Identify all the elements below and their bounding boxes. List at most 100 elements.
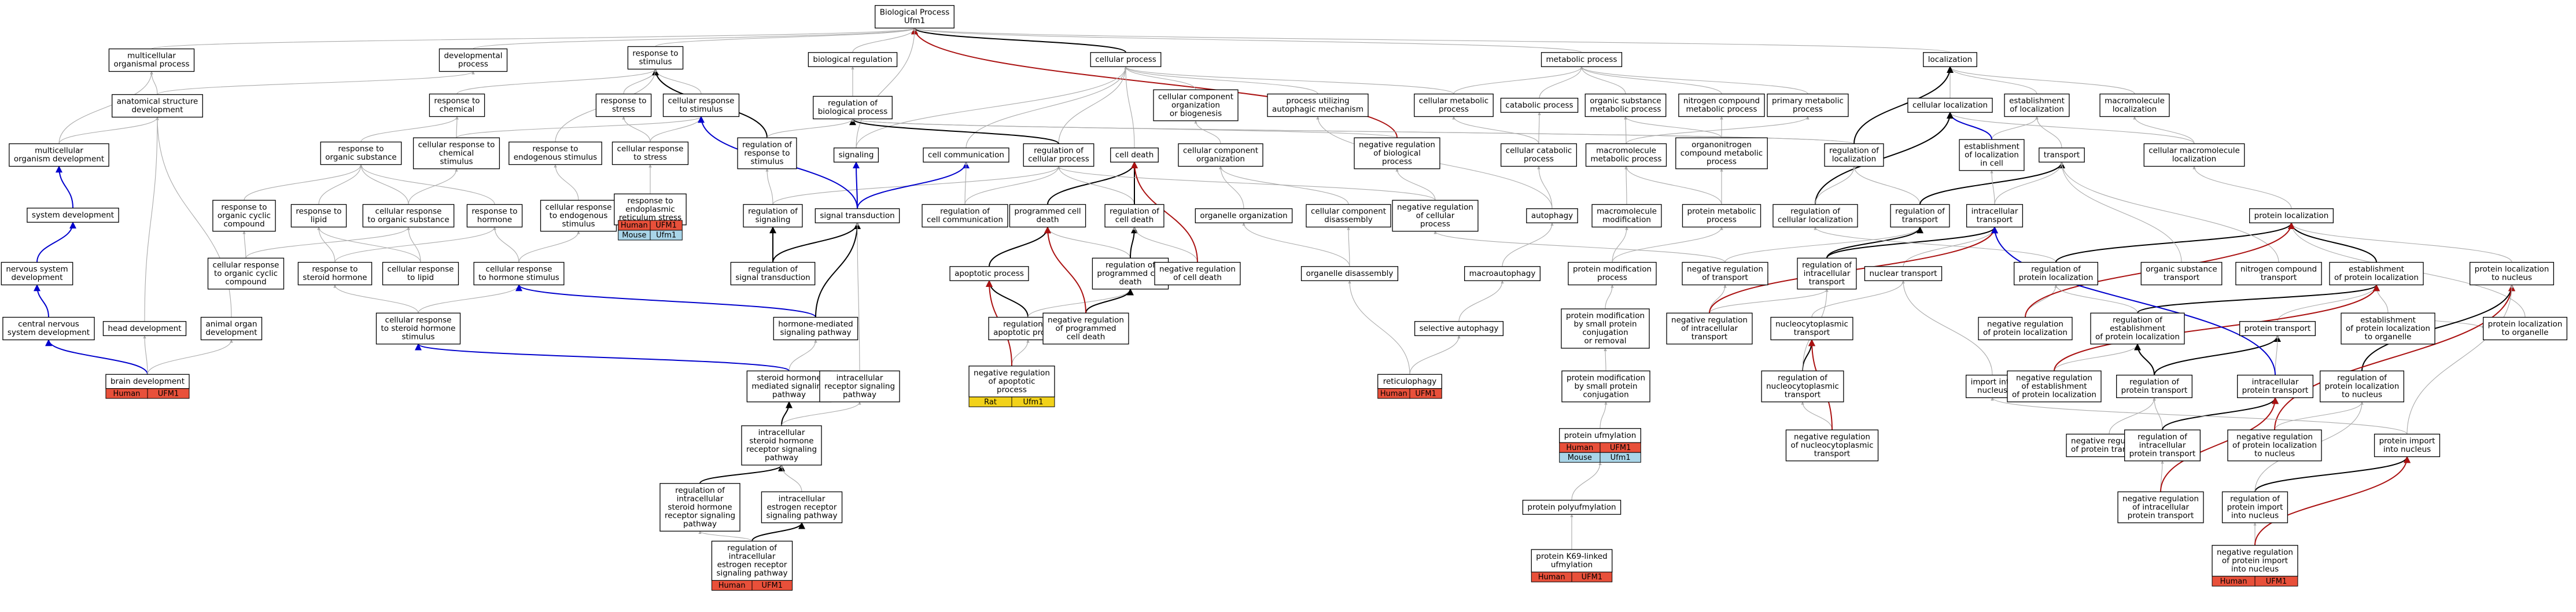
go-term-node-pt[interactable]: protein transport — [2239, 321, 2316, 336]
go-term-node-cellp[interactable]: cellular process — [1090, 52, 1162, 67]
go-term-node-sig[interactable]: signaling — [833, 148, 879, 163]
go-term-node-ppu[interactable]: protein polyufmylation — [1522, 500, 1621, 515]
go-term-node-ap[interactable]: apoptotic process — [949, 266, 1029, 281]
go-term-node-st[interactable]: signal transduction — [815, 208, 900, 223]
go-term-node-cdeath[interactable]: cell death — [1110, 148, 1159, 163]
go-term-node-ccomm[interactable]: cell communication — [923, 148, 1009, 163]
go-term-node-autophagy[interactable]: autophagy — [1526, 208, 1578, 223]
go-term-node-protloc[interactable]: protein localization — [2249, 208, 2334, 223]
go-term-node-catp[interactable]: catabolic process — [1500, 98, 1579, 113]
go-term-node-sa[interactable]: selective autophagy — [1414, 321, 1504, 336]
go-term-node-od[interactable]: organelle disassembly — [1300, 266, 1399, 281]
go-term-node-macroaut[interactable]: macroautophagy — [1464, 266, 1541, 281]
go-term-node-cloc[interactable]: cellular localization — [1907, 98, 1993, 113]
go-term-node-bioreg[interactable]: biological regulation — [808, 52, 898, 67]
go-term-node-transport[interactable]: transport — [2039, 148, 2085, 163]
go-term-node-nt[interactable]: nuclear transport — [1864, 266, 1943, 281]
go-term-node-hd[interactable]: head development — [102, 321, 187, 336]
go-term-node-sd[interactable]: system development — [27, 208, 119, 223]
